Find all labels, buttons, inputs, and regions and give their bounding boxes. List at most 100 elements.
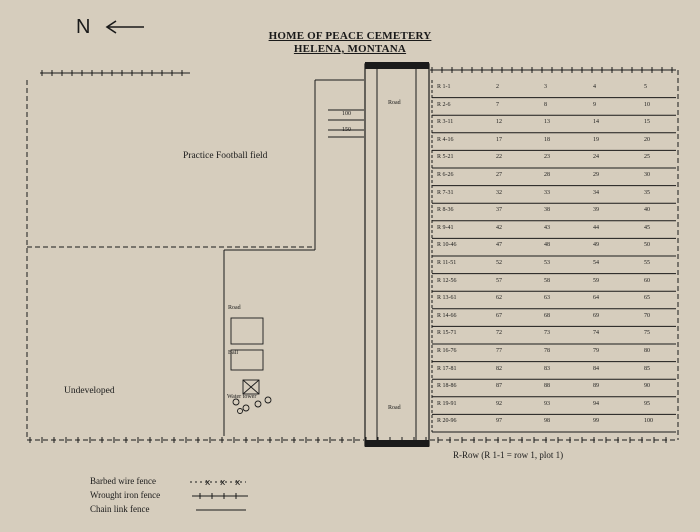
plot-number: 47 — [496, 242, 502, 249]
plot-number: 53 — [544, 260, 550, 266]
plot-number: 60 — [644, 277, 650, 284]
plot-number: 3 — [544, 84, 547, 90]
plot-number: 59 — [593, 277, 599, 284]
plot-number: 75 — [644, 330, 650, 337]
north-label: N — [76, 16, 91, 38]
plot-number: 77 — [496, 348, 502, 354]
row-label: R 20-96 — [437, 418, 457, 425]
road-markers — [328, 109, 364, 138]
plot-number: 69 — [593, 312, 599, 319]
plot-number: 57 — [496, 277, 502, 284]
row-label: R 17-81 — [437, 365, 457, 372]
plot-number: 68 — [544, 312, 550, 319]
plot-number: 42 — [496, 224, 502, 231]
plot-number: 43 — [544, 224, 550, 231]
plot-number: 34 — [593, 189, 599, 196]
plot-number: 2 — [496, 84, 499, 90]
plot-number: 64 — [593, 295, 599, 302]
svg-text:x: x — [220, 478, 226, 488]
plot-number: 44 — [593, 224, 599, 231]
plot-number: 82 — [496, 365, 502, 372]
fence-ticks — [29, 67, 678, 443]
row-label: R 5-21 — [437, 154, 454, 161]
plot-number: 25 — [644, 154, 650, 161]
plot-number: 12 — [496, 119, 502, 126]
plot-number: 54 — [593, 260, 599, 266]
plot-number: 49 — [593, 242, 599, 249]
legend-chain: Chain link fence — [90, 504, 150, 514]
plot-number: 85 — [644, 365, 650, 372]
plot-number: 30 — [644, 172, 650, 178]
plot-number: 29 — [593, 172, 599, 178]
row-label: R 7-31 — [437, 189, 454, 196]
central-road — [364, 62, 430, 447]
plot-number: 98 — [544, 418, 550, 425]
plot-number: 73 — [544, 330, 550, 337]
water-tower-label: Water tower — [227, 394, 257, 400]
plot-number: 15 — [644, 119, 650, 126]
marker-150: 150 — [342, 127, 351, 133]
parcel-boundaries — [223, 79, 364, 436]
svg-text:x: x — [205, 478, 211, 488]
plot-number: 83 — [544, 365, 550, 372]
plot-number: 20 — [644, 136, 650, 143]
row-label: R 12-56 — [437, 277, 457, 284]
row-label: R 18-86 — [437, 383, 457, 390]
plot-number: 65 — [644, 295, 650, 302]
plot-number: 40 — [644, 207, 650, 214]
road-label-top: Road — [388, 100, 401, 106]
chain-link-fence — [26, 70, 679, 441]
plot-number: 48 — [544, 242, 550, 249]
plot-number: 32 — [496, 189, 502, 196]
plot-number: 45 — [644, 224, 650, 231]
plot-number: 88 — [544, 383, 550, 390]
row-label: R 6-26 — [437, 172, 454, 178]
practice-field-label: Practice Football field — [183, 151, 268, 161]
plot-number: 78 — [544, 348, 550, 354]
plot-number: 80 — [644, 348, 650, 354]
plot-number: 27 — [496, 172, 502, 178]
plot-number: 100 — [644, 418, 653, 425]
plot-number: 35 — [644, 189, 650, 196]
plot-number: 62 — [496, 295, 502, 302]
plot-number: 17 — [496, 136, 502, 143]
plot-number: 19 — [593, 136, 599, 143]
plot-number: 55 — [644, 260, 650, 266]
plot-number: 87 — [496, 383, 502, 390]
plot-number: 92 — [496, 400, 502, 407]
plot-number: 7 — [496, 101, 499, 108]
row-label: R 1-1 — [437, 84, 451, 90]
plot-number: 72 — [496, 330, 502, 337]
plot-number: 79 — [593, 348, 599, 354]
plot-number: 22 — [496, 154, 502, 161]
plot-number: 39 — [593, 207, 599, 214]
plot-number: 63 — [544, 295, 550, 302]
plot-number: 28 — [544, 172, 550, 178]
north-arrow-icon — [105, 20, 144, 34]
plot-number: 5 — [644, 84, 647, 90]
plot-number: 14 — [593, 119, 599, 126]
plot-number: 9 — [593, 101, 596, 108]
row-label: R 4-16 — [437, 136, 454, 143]
legend-wrought: Wrought iron fence — [90, 490, 161, 500]
plot-number: 13 — [544, 119, 550, 126]
row-label: R 9-41 — [437, 224, 454, 231]
row-label: R 14-66 — [437, 312, 457, 319]
row-label: R 3-11 — [437, 119, 454, 126]
plot-number: 52 — [496, 260, 502, 266]
left-road-label: Road — [228, 305, 241, 311]
map-title: HOME OF PEACE CEMETERY — [268, 30, 432, 42]
plot-number: 18 — [544, 136, 550, 143]
marker-100: 100 — [342, 111, 351, 117]
legend-barbed: Barbed wire fence — [90, 476, 156, 486]
plot-number: 37 — [496, 207, 502, 214]
row-label: R 13-61 — [437, 295, 457, 302]
plot-number: 4 — [593, 84, 596, 90]
plot-number: 74 — [593, 330, 599, 337]
plot-number: 23 — [544, 154, 550, 161]
wrought-iron-fence-top — [40, 69, 676, 74]
row-label: R 2-6 — [437, 101, 451, 108]
row-label: R 8-36 — [437, 207, 454, 214]
plot-number: 38 — [544, 207, 550, 214]
